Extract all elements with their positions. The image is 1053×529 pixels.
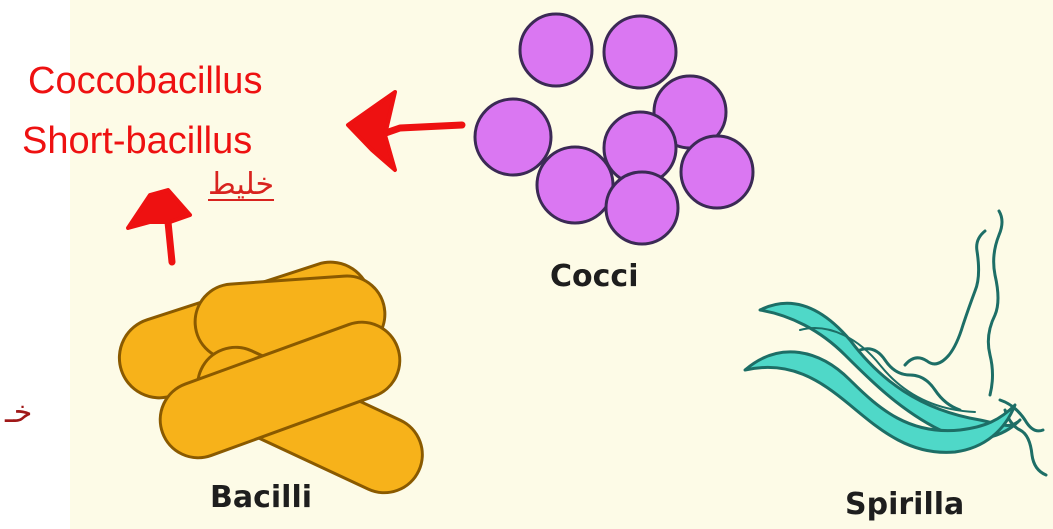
spirilla-cluster xyxy=(745,211,1046,475)
arrow-vertical xyxy=(168,222,172,262)
side-text-fragment: خـ xyxy=(5,398,32,428)
annotation-arabic: خليط xyxy=(208,170,274,200)
spirilla-cell xyxy=(745,352,1015,453)
arrowhead-vertical xyxy=(128,190,190,228)
coccus-cell xyxy=(681,136,753,208)
bacilli-cluster xyxy=(109,252,435,505)
coccus-cell xyxy=(537,147,613,223)
arrow-horizontal xyxy=(380,125,462,135)
spirilla-flagellum xyxy=(905,231,985,365)
annotation-coccobacillus: Coccobacillus xyxy=(28,62,262,100)
coccus-cell xyxy=(520,14,592,86)
spirilla-flagellum xyxy=(988,211,1002,395)
annotation-short-bacillus: Short-bacillus xyxy=(22,122,252,160)
cocci-cluster xyxy=(475,14,753,244)
coccus-cell xyxy=(606,172,678,244)
arrowhead-horizontal xyxy=(348,92,395,170)
annotation-arrows xyxy=(128,92,462,262)
coccus-cell xyxy=(604,16,676,88)
spirilla-label: Spirilla xyxy=(845,490,964,520)
bacilli-label: Bacilli xyxy=(210,483,312,513)
coccus-cell xyxy=(475,99,551,175)
cocci-label: Cocci xyxy=(550,262,638,292)
